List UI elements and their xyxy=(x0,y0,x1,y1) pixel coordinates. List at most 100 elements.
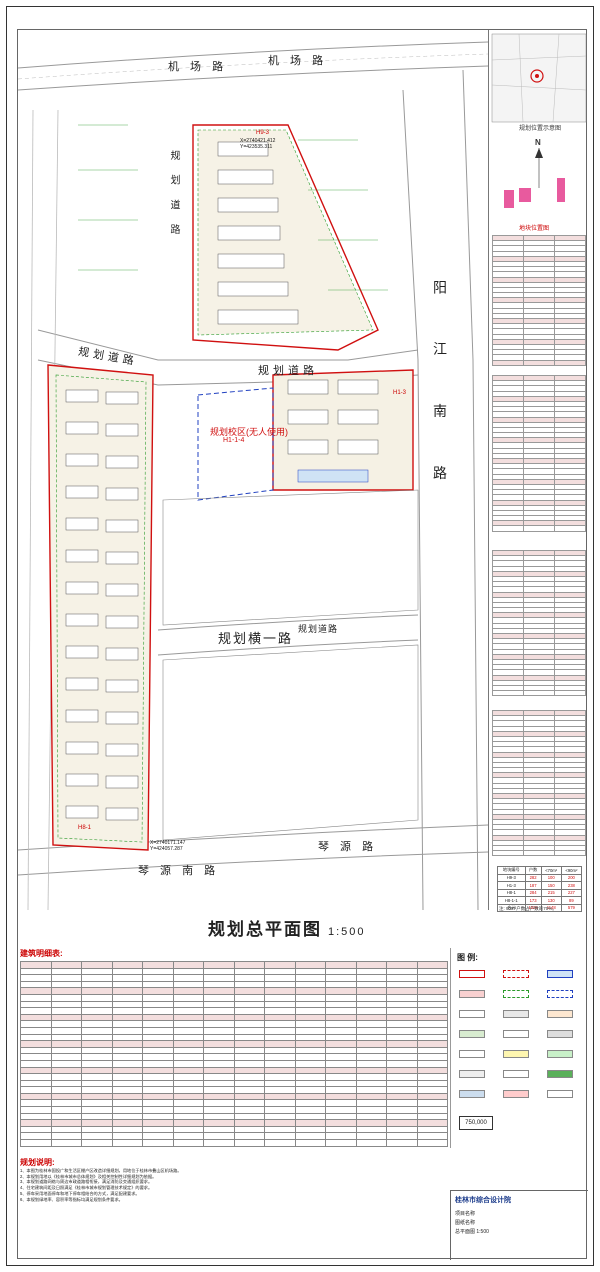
schedule-cell xyxy=(203,1112,235,1121)
schedule-cell xyxy=(386,987,418,995)
schedule-cell xyxy=(416,1132,448,1141)
schedule-cell xyxy=(50,974,82,982)
schedule-cell xyxy=(325,1013,357,1022)
schedule-cell xyxy=(416,1092,448,1101)
schedule-cell xyxy=(233,1033,265,1042)
schedule-row xyxy=(20,1020,448,1028)
legend-swatch xyxy=(459,970,485,978)
schedule-cell xyxy=(264,993,296,1002)
legend-title: 图 例: xyxy=(457,953,478,962)
schedule-cell xyxy=(264,1125,296,1134)
site-plan-drawing xyxy=(18,41,488,910)
schedule-cell xyxy=(172,1092,204,1101)
indicator-3-cell xyxy=(523,690,555,697)
schedule-cell xyxy=(264,1053,296,1061)
schedule-cell xyxy=(20,1086,52,1094)
schedule-cell xyxy=(264,961,296,969)
indicator-4-cell xyxy=(492,850,524,857)
schedule-cell xyxy=(111,1073,143,1081)
schedule-cell xyxy=(325,980,357,989)
schedule-cell xyxy=(355,1059,387,1068)
indicator-1-cell xyxy=(492,359,524,366)
legend-swatch xyxy=(503,990,529,998)
schedule-cell xyxy=(81,1125,113,1134)
schedule-cell xyxy=(233,1007,265,1015)
schedule-cell xyxy=(416,1125,448,1134)
schedule-cell xyxy=(50,987,82,995)
schedule-cell xyxy=(50,993,82,1002)
schedule-cell xyxy=(264,1013,296,1022)
sum-cell: 187 xyxy=(524,881,542,890)
schedule-cell xyxy=(233,1106,265,1114)
right-panel: 规划位置示意图 N 地块位置图 地块编号 户数 <70m² <90m² H9-3… xyxy=(488,30,588,912)
title-block: 桂林市综合设计院 项目名称 图纸名称 总平面图 1:500 xyxy=(450,1190,588,1260)
legend-swatch xyxy=(459,1090,485,1098)
schedule-cell xyxy=(233,1112,265,1121)
schedule-cell xyxy=(20,1000,52,1009)
schedule-cell xyxy=(386,1139,418,1147)
indicator-1-cell xyxy=(554,359,586,366)
schedule-cell xyxy=(111,993,143,1002)
schedule-row xyxy=(20,1040,448,1048)
site-plan-map: 机 场 路 机 场 路 阳 江 南 路 规 划 道 路 规划道路 规划道路 规划… xyxy=(18,30,488,910)
schedule-row xyxy=(20,1086,448,1094)
schedule-cell xyxy=(294,1099,326,1108)
schedule-cell xyxy=(325,1026,357,1035)
schedule-cell xyxy=(233,1013,265,1022)
schedule-cell xyxy=(325,993,357,1002)
schedule-cell xyxy=(264,1059,296,1068)
schedule-cell xyxy=(294,967,326,976)
schedule-cell xyxy=(81,1119,113,1127)
schedule-cell xyxy=(172,1073,204,1081)
indicator-1-row xyxy=(492,359,586,366)
schedule-cell xyxy=(50,1046,82,1055)
schedule-cell xyxy=(203,1020,235,1028)
indicator-1-cell xyxy=(523,359,555,366)
schedule-cell xyxy=(325,1066,357,1075)
schedule-cell xyxy=(355,1112,387,1121)
legend-swatch xyxy=(503,970,529,978)
schedule-cell xyxy=(111,980,143,989)
indicator-3-row xyxy=(492,690,586,697)
schedule-cell xyxy=(355,1086,387,1094)
schedule-cell xyxy=(172,1139,204,1147)
schedule-cell xyxy=(111,1086,143,1094)
schedule-cell xyxy=(20,1106,52,1114)
schedule-cell xyxy=(203,1033,235,1042)
schedule-row xyxy=(20,987,448,995)
schedule-row xyxy=(20,1092,448,1101)
schedule-cell xyxy=(50,1132,82,1141)
legend-swatch xyxy=(459,1070,485,1078)
schedule-cell xyxy=(416,1000,448,1009)
scale-bar: 750,000 xyxy=(459,1116,493,1130)
schedule-cell xyxy=(416,987,448,995)
schedule-cell xyxy=(416,1007,448,1015)
schedule-cell xyxy=(416,1046,448,1055)
schedule-cell xyxy=(81,1092,113,1101)
schedule-cell xyxy=(203,1013,235,1022)
schedule-row xyxy=(20,1007,448,1015)
schedule-cell xyxy=(294,980,326,989)
schedule-row xyxy=(20,1066,448,1075)
schedule-row xyxy=(20,1046,448,1055)
schedule-cell xyxy=(416,1073,448,1081)
schedule-cell xyxy=(20,961,52,969)
schedule-cell xyxy=(416,1026,448,1035)
schedule-cell xyxy=(142,1106,174,1114)
indicator-2-cell xyxy=(492,525,524,532)
schedule-cell xyxy=(111,1139,143,1147)
schedule-cell xyxy=(203,1092,235,1101)
legend-swatch xyxy=(547,1030,573,1038)
parcel-map-caption: 地块位置图 xyxy=(519,226,550,232)
schedule-cell xyxy=(264,1020,296,1028)
schedule-row xyxy=(20,1106,448,1114)
schedule-cell xyxy=(325,1073,357,1081)
schedule-cell xyxy=(325,1053,357,1061)
schedule-cell xyxy=(172,1066,204,1075)
schedule-cell xyxy=(386,1026,418,1035)
schedule-cell xyxy=(142,1092,174,1101)
indicator-3-cell xyxy=(492,690,524,697)
schedule-cell xyxy=(416,1086,448,1094)
schedule-cell xyxy=(386,1007,418,1015)
sum-note: 注: 90m²户数占户数的70%。 xyxy=(499,906,557,911)
